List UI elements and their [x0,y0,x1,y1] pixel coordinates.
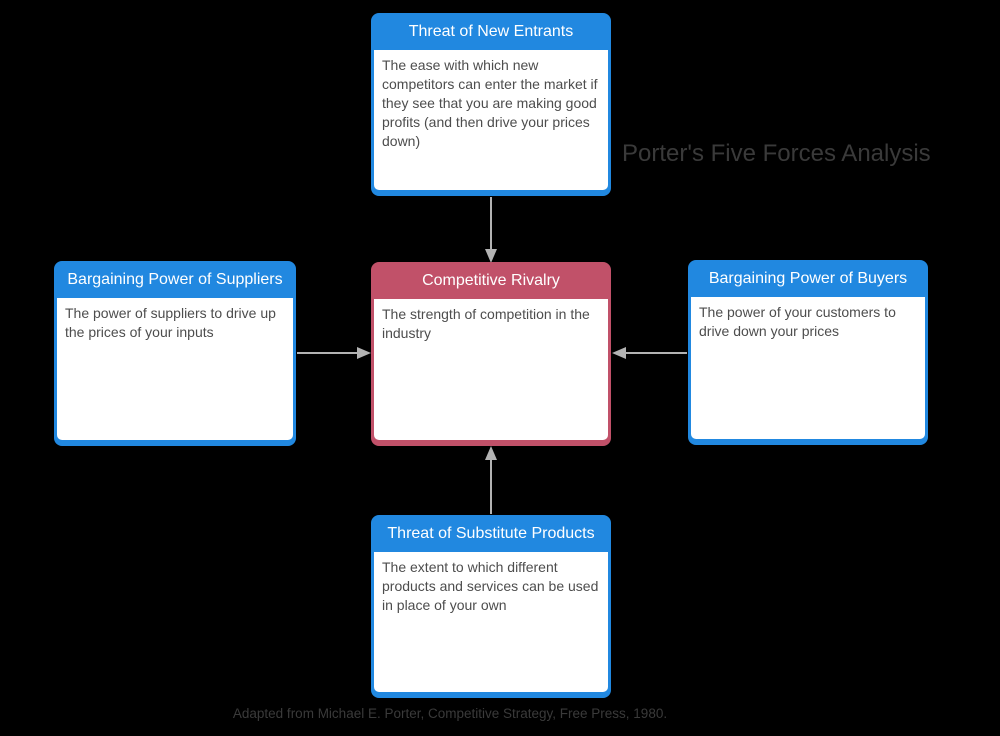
arrow-new-entrants-to-rivalry [485,197,497,263]
node-title: Competitive Rivalry [422,272,560,289]
arrow-substitutes-to-rivalry [485,446,497,514]
node-title: Threat of Substitute Products [387,525,595,542]
node-title: Threat of New Entrants [408,23,574,40]
node-title: Bargaining Power of Buyers [708,270,908,287]
arrow-buyers-to-rivalry [612,347,687,359]
node-description: The power of suppliers to drive up the p… [57,298,293,440]
node-bargaining-power-of-suppliers: Bargaining Power of Suppliers The power … [54,261,296,446]
node-description: The strength of competition in the indus… [374,299,608,440]
arrow-suppliers-to-rivalry [297,347,371,359]
diagram-title: Porter's Five Forces Analysis [622,140,931,167]
node-threat-of-substitute-products: Threat of Substitute Products The extent… [371,515,611,698]
node-description: The extent to which different products a… [374,552,608,692]
node-description: The power of your customers to drive dow… [691,297,925,439]
node-title: Bargaining Power of Suppliers [67,271,283,288]
node-description: The ease with which new competitors can … [374,50,608,190]
attribution-caption: Adapted from Michael E. Porter, Competit… [232,706,668,721]
node-threat-of-new-entrants: Threat of New Entrants The ease with whi… [371,13,611,196]
node-bargaining-power-of-buyers: Bargaining Power of Buyers The power of … [688,260,928,445]
node-competitive-rivalry: Competitive Rivalry The strength of comp… [371,262,611,446]
